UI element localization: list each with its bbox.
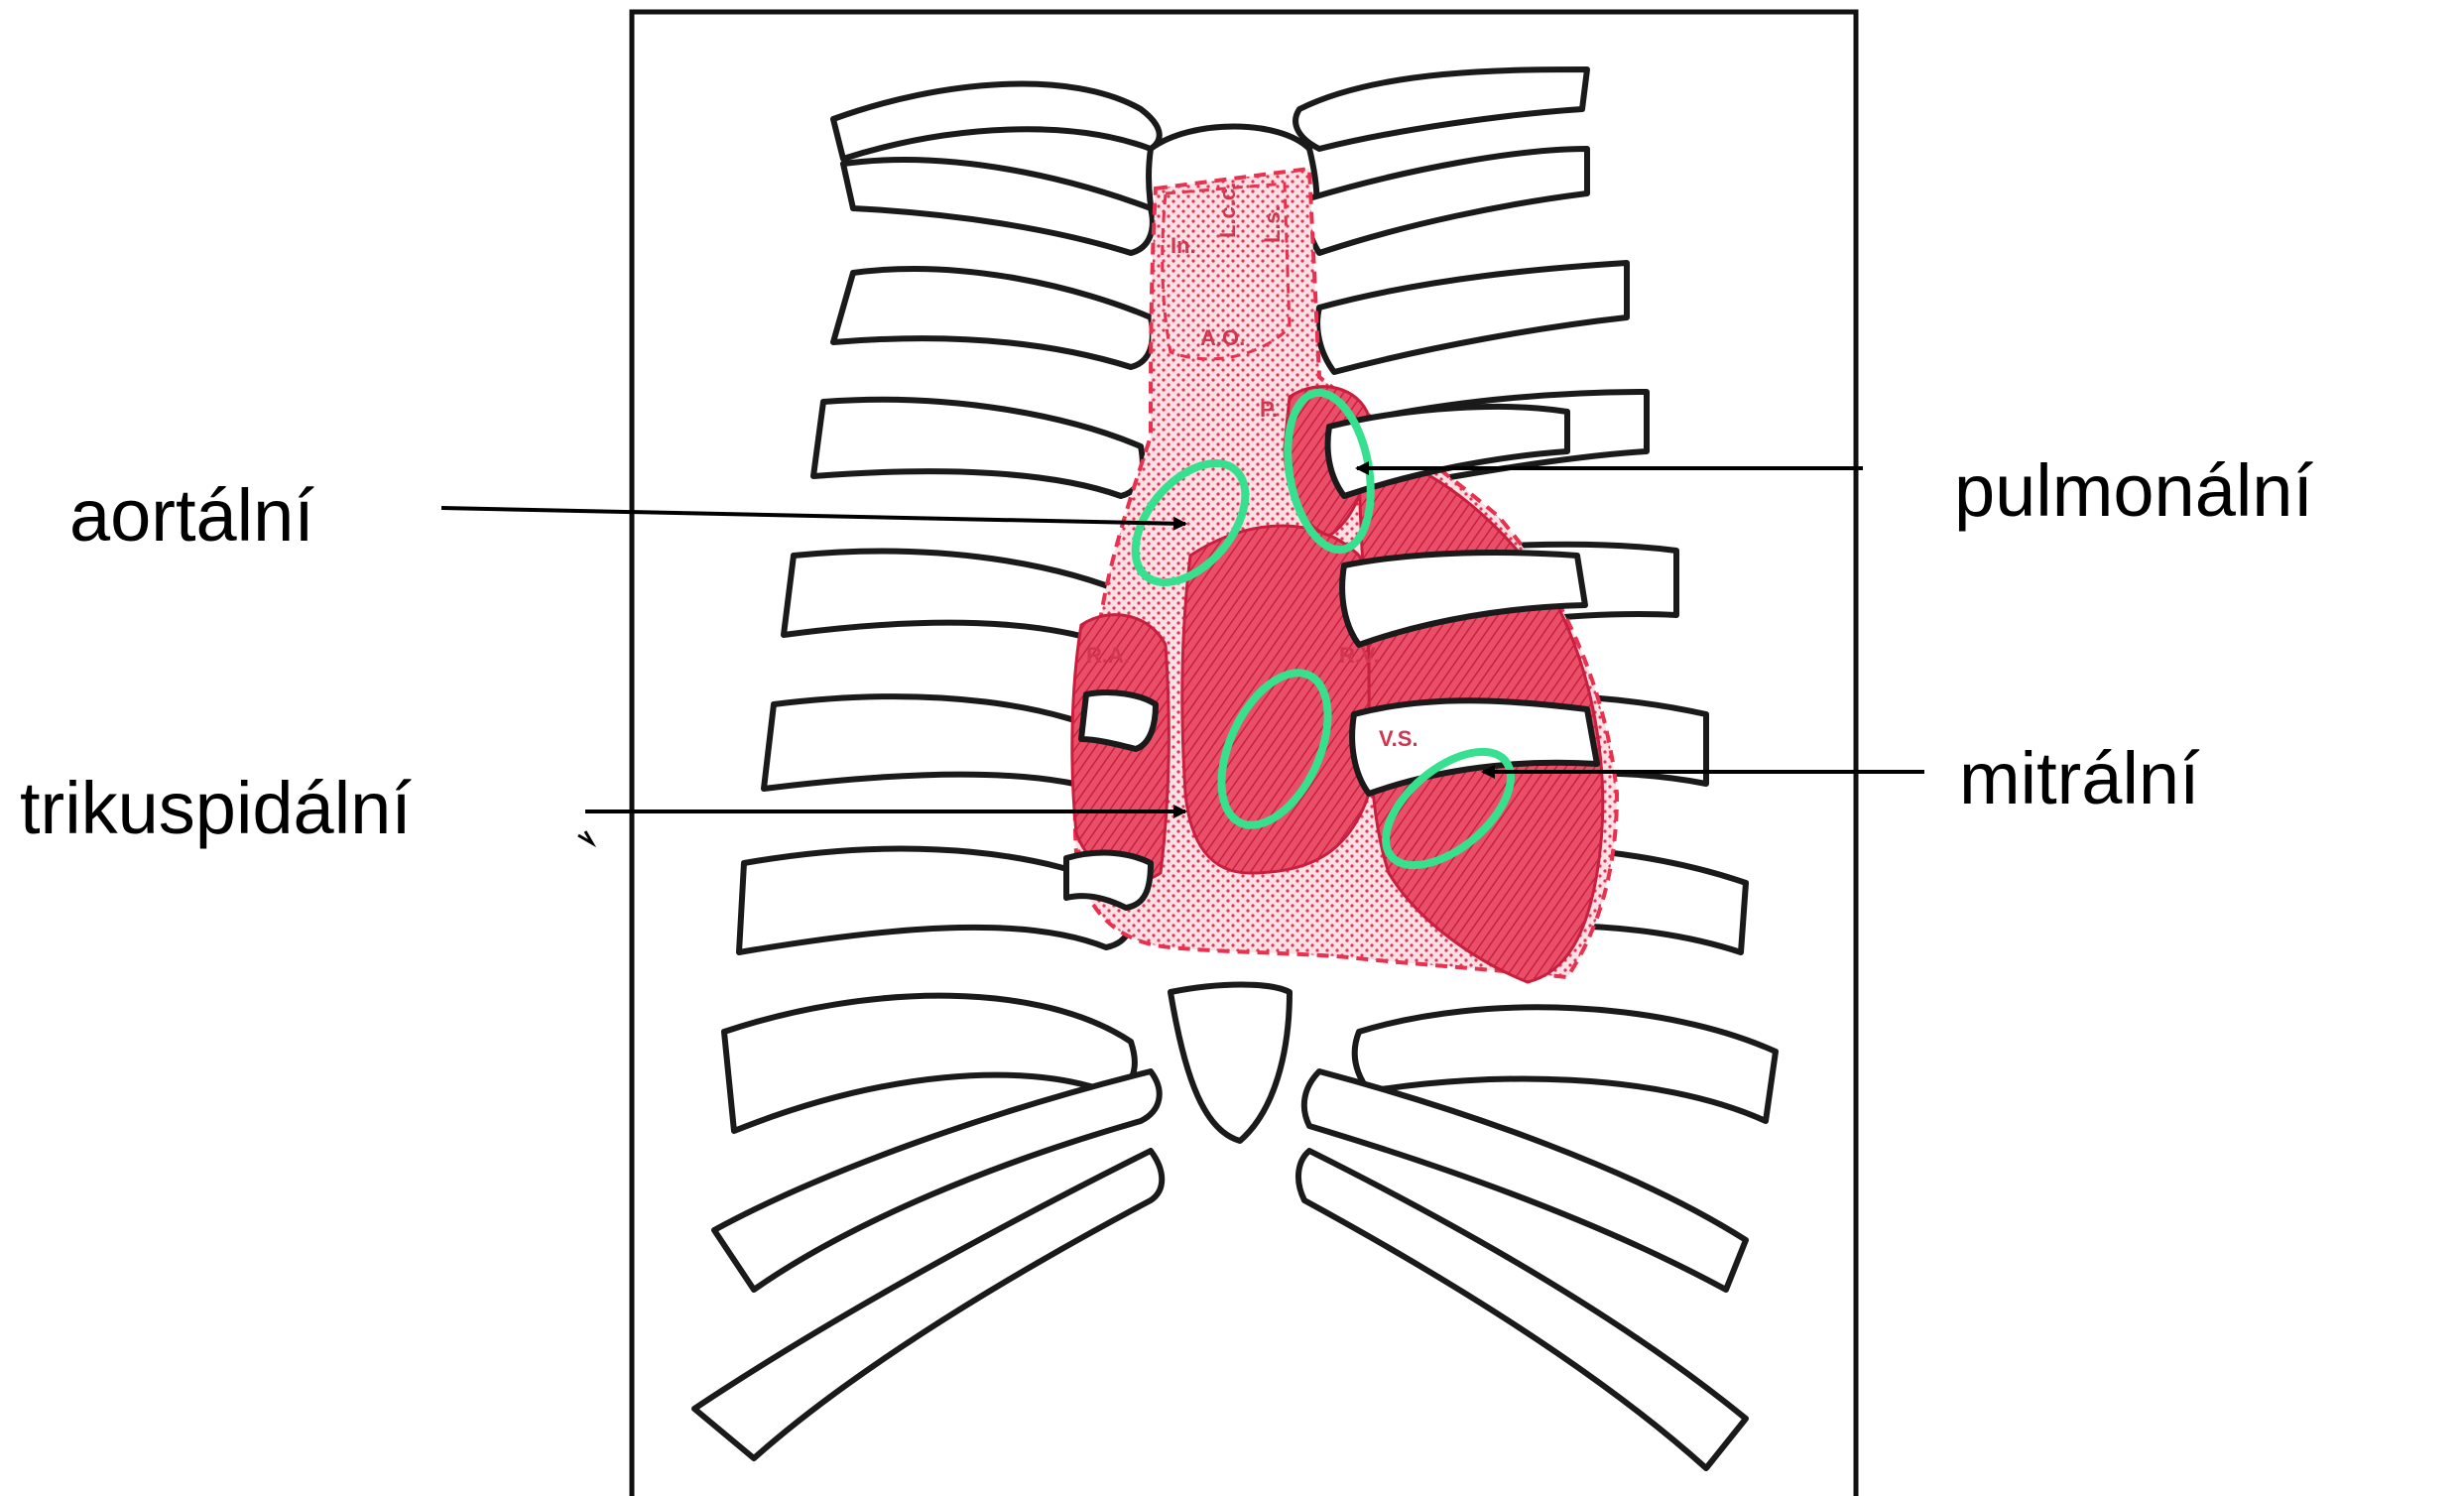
- label-right-ventricle: R.V.: [1339, 643, 1380, 668]
- label-innominate: In.: [1170, 233, 1196, 258]
- label-left-ventricle: V.S.: [1379, 726, 1418, 751]
- tricuspid-tick-mark: [578, 831, 592, 843]
- label-mitral: mitrální: [1959, 737, 2200, 819]
- label-pulmonary: pulmonální: [1954, 449, 2313, 532]
- label-right-atrium: R.A.: [1086, 643, 1130, 668]
- label-aortic: aortální: [69, 474, 314, 557]
- label-tricuspid: trikuspidální: [20, 767, 412, 849]
- label-aorta: A.O.: [1200, 325, 1245, 350]
- label-left-subclavian: L.s.: [1260, 205, 1285, 243]
- label-left-common-carotid: L.c.c.: [1215, 183, 1240, 238]
- label-pulmonary-artery: P.: [1260, 397, 1278, 422]
